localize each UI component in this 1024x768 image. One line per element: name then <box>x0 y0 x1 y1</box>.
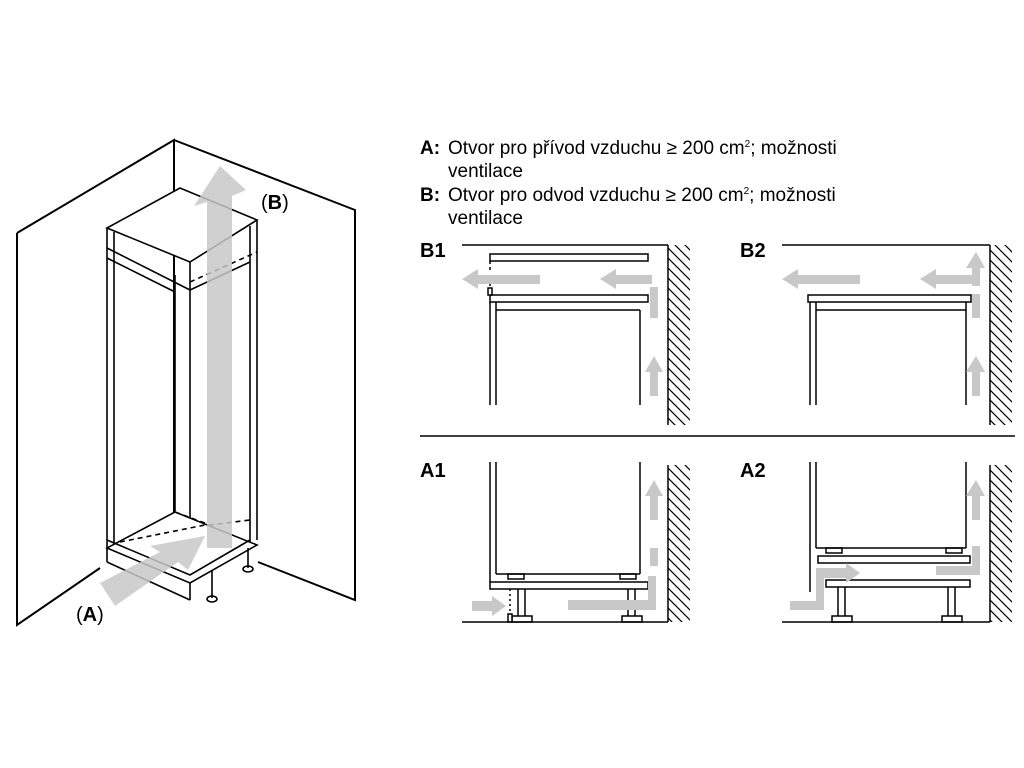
panel-label-b2: B2 <box>740 240 766 262</box>
legend-a-text: Otvor pro přívod vzduchu ≥ 200 cm <box>448 138 745 159</box>
legend-a: A: Otvor pro přívod vzduchu ≥ 200 cm2; m… <box>420 137 968 183</box>
legend-b-key: B: <box>420 185 441 206</box>
panel-b1-arrows <box>462 269 663 396</box>
legend-a-line2: ventilace <box>448 161 523 182</box>
panel-a1-arrows <box>472 480 663 616</box>
panel-b2-arrows <box>782 252 985 396</box>
panel-label-a1: A1 <box>420 460 446 482</box>
panel-label-a2: A2 <box>740 460 766 482</box>
legend-b-text: Otvor pro odvod vzduchu ≥ 200 cm <box>448 185 744 206</box>
label-b: (B) <box>261 192 289 214</box>
legend-b-text-end: ; možnosti <box>749 185 836 206</box>
legend-a-text-end: ; možnosti <box>750 138 837 159</box>
niche-corner <box>16 138 356 627</box>
panel-b2-drawing <box>782 244 1012 425</box>
airflow-arrows-cabinet <box>100 166 246 606</box>
label-a-letter: A <box>82 604 98 626</box>
cabinet <box>105 187 259 603</box>
legend-b: B: Otvor pro odvod vzduchu ≥ 200 cm2; mo… <box>420 184 968 230</box>
panel-label-b1: B1 <box>420 240 446 262</box>
label-b-letter: B <box>267 192 283 214</box>
legend-b-sup: 2 <box>743 186 750 197</box>
panel-b1-drawing <box>462 244 690 425</box>
legend-a-key: A: <box>420 138 441 159</box>
legend-b-line2: ventilace <box>448 208 523 229</box>
panel-a2-drawing <box>782 462 1012 623</box>
panel-a1-drawing <box>462 462 690 623</box>
legend-a-sup: 2 <box>744 139 751 150</box>
label-a: (A) <box>76 604 104 626</box>
panel-a2-arrows <box>790 480 985 610</box>
